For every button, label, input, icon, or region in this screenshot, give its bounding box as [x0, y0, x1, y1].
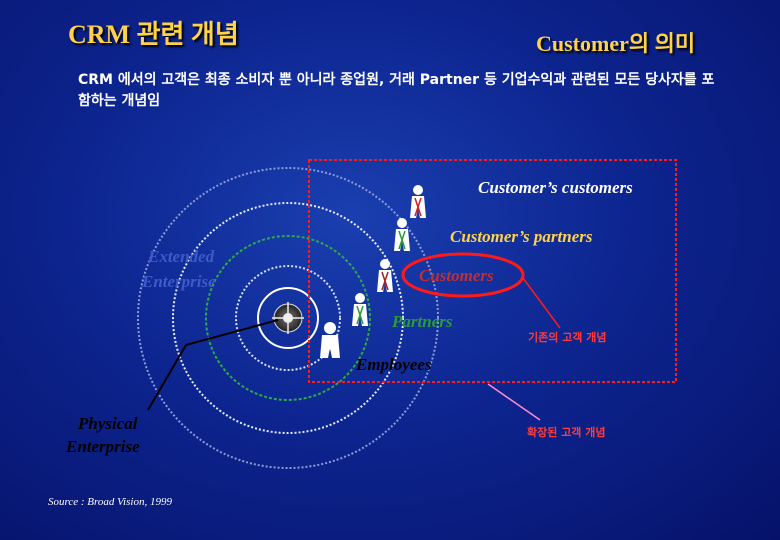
extended-line-1: Extended: [147, 247, 215, 266]
physical-line-2: Enterprise: [65, 437, 140, 456]
existing-concept-label: 기존의 고객 개념: [528, 330, 607, 344]
physical-line-1: Physical: [77, 414, 138, 433]
label-employees: Employees: [355, 355, 432, 374]
existing-concept-connector: [522, 277, 561, 329]
section-subtitle: Customer의 의미: [536, 31, 696, 56]
label-physical-enterprise: Physical Enterprise: [65, 414, 142, 456]
ring-customers: [172, 202, 404, 434]
ring-inner: [257, 287, 319, 349]
person-icon: [377, 259, 393, 292]
person-icon: [352, 293, 368, 326]
extended-concept-box: [308, 159, 677, 383]
physical-enterprise-connector: [147, 344, 187, 411]
physical-enterprise-connector-2: [185, 319, 279, 346]
enterprise-core-icon: [272, 302, 304, 334]
extended-concept-connector: [487, 383, 541, 421]
description-text: CRM 에서의 고객은 최종 소비자 뿐 아니라 종업원, 거래 Partner…: [78, 72, 715, 109]
extended-concept-label: 확장된 고객 개념: [527, 425, 606, 439]
source-citation: Source : Broad Vision, 1999: [48, 496, 172, 508]
label-extended-enterprise: Extended Enterprise: [141, 247, 218, 291]
person-icon: [410, 185, 426, 218]
label-customers-partners: Customer’s partners: [450, 227, 593, 246]
person-icon: [394, 218, 410, 251]
customers-highlight-ellipse: [401, 252, 525, 298]
ring-employees: [235, 265, 341, 371]
person-icon: [320, 322, 340, 358]
extended-line-2: Enterprise: [141, 272, 216, 291]
label-customers-customers: Customer’s customers: [478, 178, 633, 197]
label-customers: Customers: [419, 266, 494, 285]
page-title: CRM 관련 개념: [68, 20, 239, 49]
ring-outer: [137, 167, 439, 469]
ring-partners: [205, 235, 371, 401]
label-partners: Partners: [391, 312, 453, 331]
